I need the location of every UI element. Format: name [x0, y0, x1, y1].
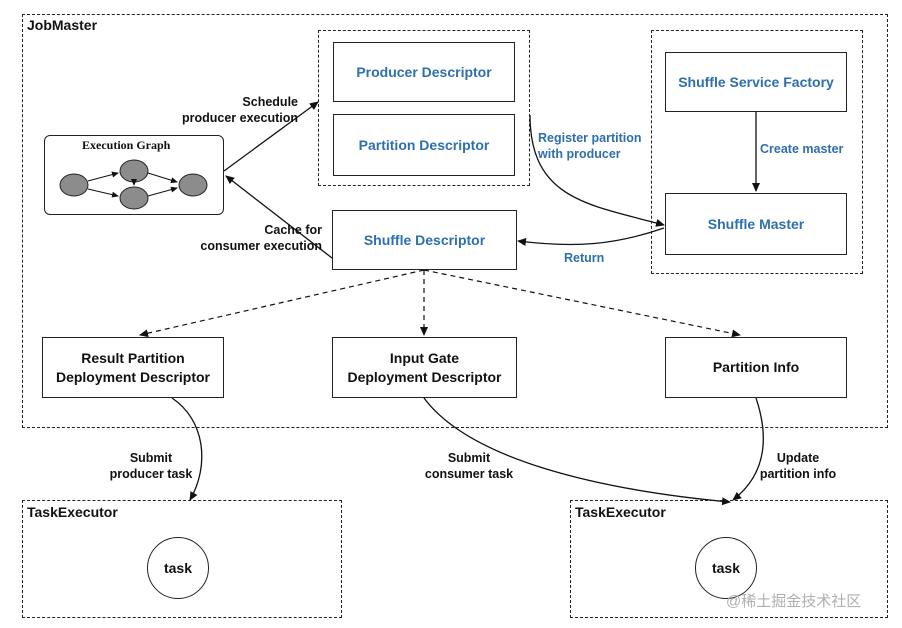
- producer-descriptor-box: Producer Descriptor: [333, 42, 515, 102]
- taskexecutor-left-title: TaskExecutor: [27, 504, 118, 520]
- label-submit-producer: Submit producer task: [109, 451, 193, 481]
- task-circle-right: task: [695, 537, 757, 599]
- shuffle-service-factory-box: Shuffle Service Factory: [665, 52, 847, 112]
- shuffle-service-group-frame: [651, 30, 863, 274]
- arrow-schedule: [223, 101, 319, 172]
- graph-edge: [147, 186, 178, 197]
- partition-info-box: Partition Info: [665, 337, 847, 398]
- arrow-submit-consumer: [423, 397, 731, 506]
- label-schedule: Schedule producer execution: [182, 95, 298, 125]
- graph-node-lower: [119, 186, 149, 210]
- input-gate-dd-box: Input Gate Deployment Descriptor: [332, 337, 517, 398]
- label-submit-consumer: Submit consumer task: [424, 451, 514, 481]
- jobmaster-title: JobMaster: [27, 17, 98, 33]
- graph-edge: [147, 172, 178, 184]
- execution-graph-title: Execution Graph: [82, 138, 171, 152]
- label-create-master: Create master: [760, 142, 844, 156]
- taskexecutor-right-title: TaskExecutor: [575, 504, 666, 520]
- execution-graph-nodes: [59, 159, 208, 210]
- graph-node-upper: [119, 159, 149, 183]
- arrow-register: [529, 114, 665, 227]
- label-cache: Cache for consumer execution: [200, 223, 322, 253]
- arrow-submit-producer: [171, 397, 203, 501]
- task-circle-left: task: [147, 537, 209, 599]
- shuffle-descriptor-box: Shuffle Descriptor: [332, 210, 517, 270]
- producer-group-frame: [318, 30, 530, 186]
- graph-node-source: [59, 173, 89, 197]
- partition-descriptor-box: Partition Descriptor: [333, 114, 515, 176]
- arrow-to-result-partition: [139, 269, 425, 338]
- arrow-update-partition: [732, 397, 765, 501]
- graph-edge: [87, 188, 119, 198]
- watermark-text: @稀土掘金技术社区: [726, 593, 862, 610]
- label-return: Return: [564, 251, 605, 265]
- arrow-return: [517, 227, 665, 246]
- result-partition-dd-box: Result Partition Deployment Descriptor: [42, 337, 224, 398]
- graph-edge: [87, 171, 119, 182]
- taskexecutor-right-frame: [570, 500, 888, 618]
- jobmaster-frame: [22, 14, 888, 428]
- arrow-cache: [225, 175, 333, 259]
- shuffle-master-box: Shuffle Master: [665, 193, 847, 255]
- label-update-partition: Update partition info: [759, 451, 837, 481]
- graph-node-sink: [178, 173, 208, 197]
- label-register: Register partition with producer: [538, 131, 642, 161]
- taskexecutor-left-frame: [22, 500, 342, 618]
